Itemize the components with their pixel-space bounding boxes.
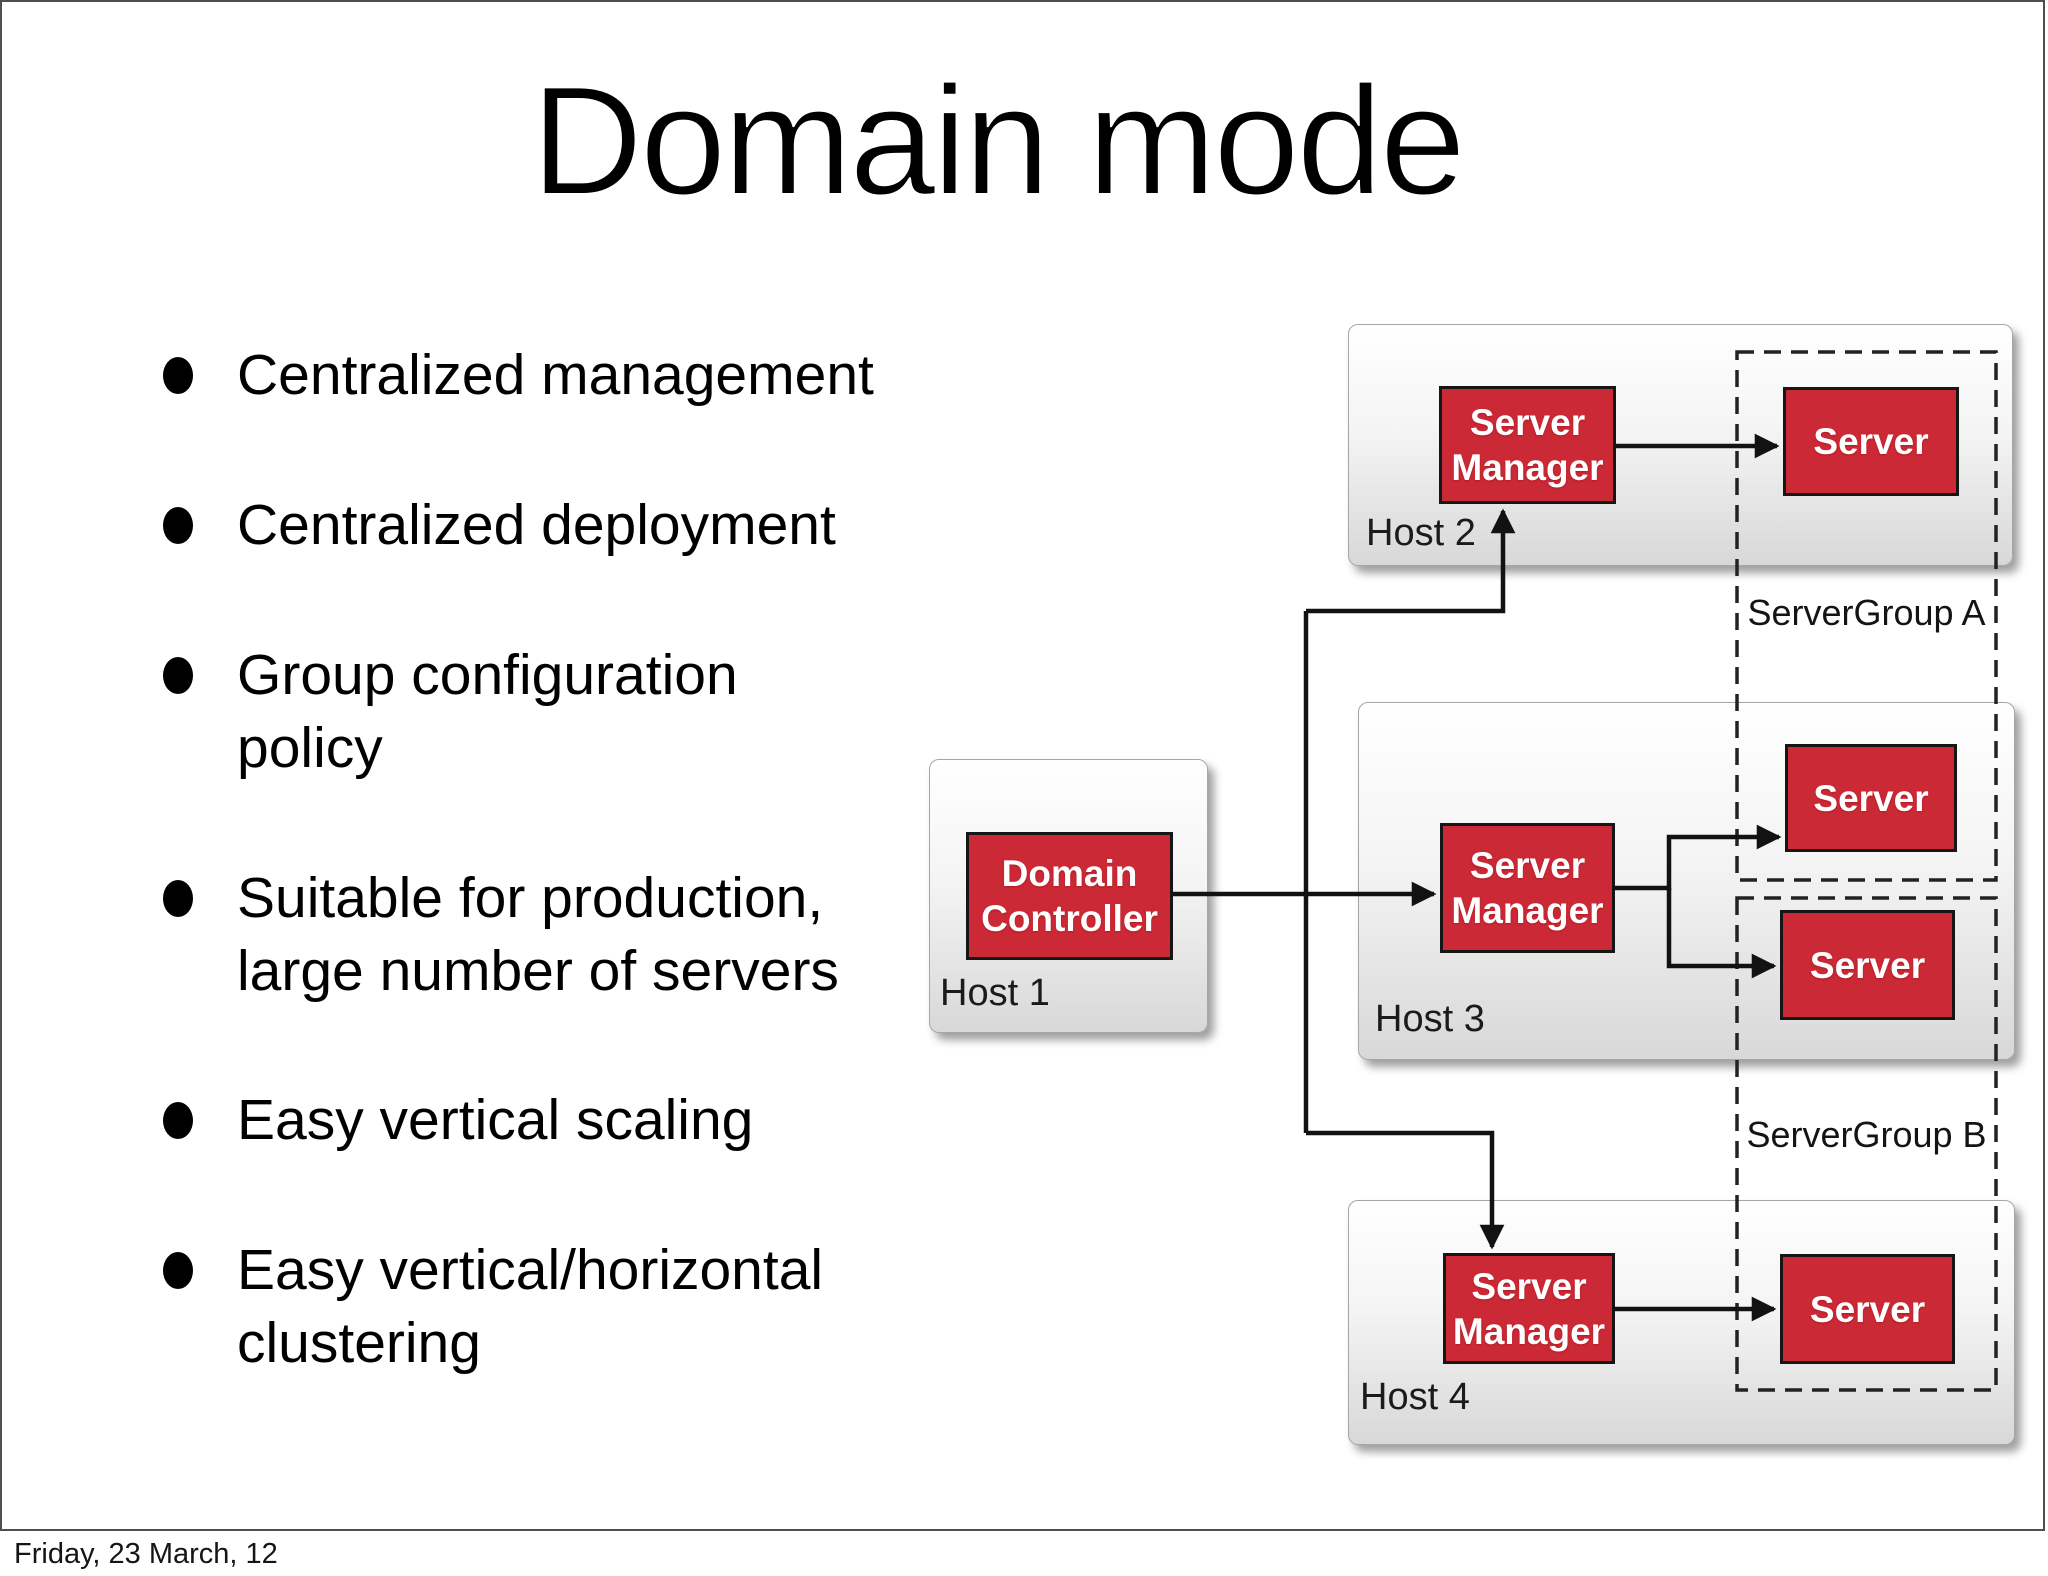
slide-title: Domain mode: [530, 53, 1467, 228]
server-manager-node-host3: Server Manager: [1440, 823, 1615, 953]
bullet-icon: [163, 1102, 193, 1139]
host3-label: Host 3: [1375, 998, 1485, 1040]
node-text: Manager: [1452, 1310, 1606, 1352]
bullet-text: Easy vertical scaling: [237, 1088, 754, 1152]
arrow-sm3-to-server-top: [1615, 824, 1782, 891]
server-node-host3-top: Server: [1785, 744, 1957, 852]
arrow-dc-to-sm2: [1306, 508, 1516, 614]
node-text: Server: [1471, 1265, 1587, 1307]
node-text: Controller: [981, 898, 1158, 939]
bullet-text: policy: [237, 716, 383, 780]
bullet-text: Easy vertical/horizontal: [237, 1238, 824, 1302]
node-text: Manager: [1451, 890, 1604, 931]
server-node-host2: Server: [1783, 387, 1959, 496]
arrow-sm3-to-server-bottom: [1666, 888, 1777, 979]
domain-controller-node: Domain Controller: [966, 832, 1173, 960]
bullet-icon: [163, 880, 193, 917]
server-manager-node-host4: Server Manager: [1443, 1253, 1615, 1364]
bullet-text: clustering: [237, 1311, 481, 1375]
servergroup-a-label: ServerGroup A: [1747, 592, 1986, 633]
node-text: Server: [1813, 421, 1929, 462]
host2-label: Host 2: [1366, 512, 1476, 554]
bullet-icon: [163, 1252, 193, 1289]
host4-label: Host 4: [1360, 1376, 1470, 1418]
server-node-host4: Server: [1780, 1254, 1955, 1364]
host1-label: Host 1: [940, 972, 1050, 1014]
arrow-dc-to-sm4: [1306, 1130, 1505, 1250]
node-text: Server: [1813, 777, 1929, 819]
node-text: Server: [1469, 845, 1586, 886]
servergroup-a-outline: [1735, 350, 1998, 882]
node-text: Server: [1469, 402, 1586, 443]
bullet-icon: [163, 657, 193, 694]
bullet-text: Group configuration: [237, 643, 738, 707]
node-text: Manager: [1451, 447, 1604, 488]
server-manager-node-host2: Server Manager: [1439, 386, 1616, 504]
bullet-icon: [163, 507, 193, 544]
slide-date-footer: Friday, 23 March, 12: [14, 1538, 278, 1570]
bullet-text: Suitable for production,: [237, 866, 824, 930]
bullet-text: large number of servers: [237, 939, 839, 1003]
bullet-text: Centralized deployment: [237, 493, 836, 557]
bullet-text: Centralized management: [237, 343, 874, 407]
node-text: Server: [1809, 944, 1926, 986]
servergroup-b-outline: [1735, 896, 1998, 1392]
node-text: Server: [1809, 1288, 1926, 1330]
server-node-host3-bottom: Server: [1780, 910, 1955, 1020]
servergroup-b-label: ServerGroup B: [1746, 1114, 1987, 1155]
bullet-icon: [163, 357, 193, 394]
node-text: Domain: [1001, 853, 1138, 894]
